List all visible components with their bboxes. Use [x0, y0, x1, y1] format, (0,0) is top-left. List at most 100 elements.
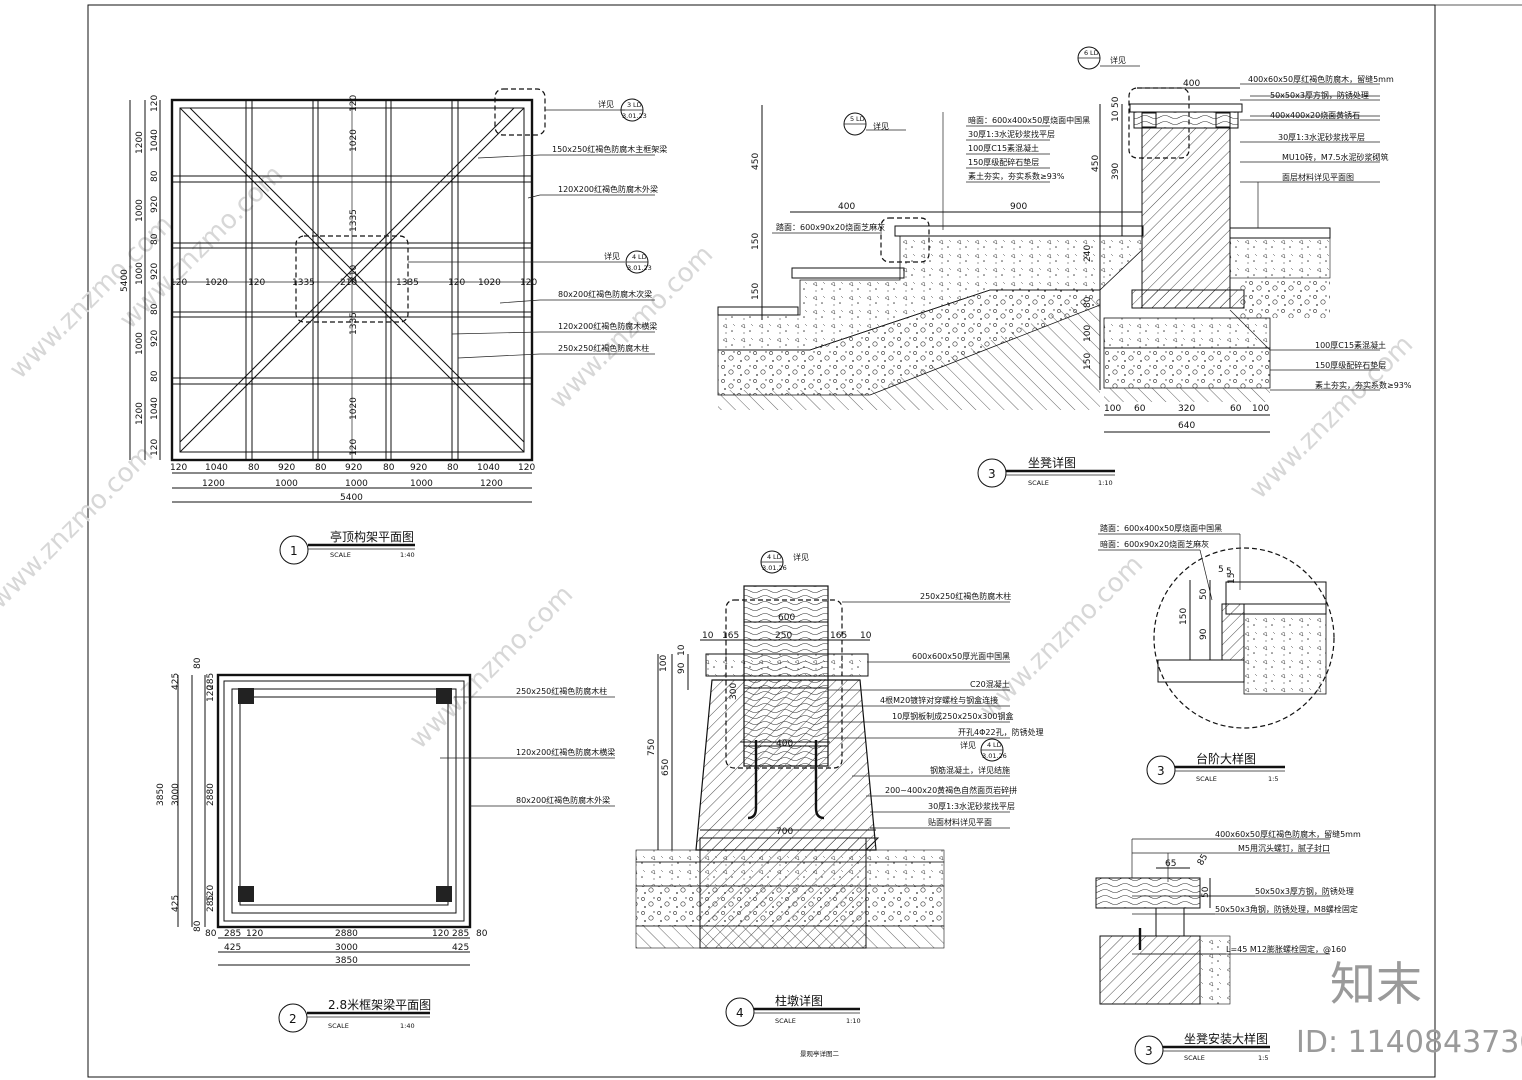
callout-label: 4根M20镀锌对穿螺栓与钢盒连接 [880, 695, 998, 705]
dimension-text: 50 [1111, 96, 1121, 108]
dimension-text: 400 [838, 202, 855, 212]
svg-text:坐凳安装大样图: 坐凳安装大样图 [1184, 1031, 1268, 1046]
dimension-text: 285 [206, 673, 216, 690]
dimension-text: 750 [647, 739, 657, 756]
dimension-text: 80 [150, 303, 160, 315]
svg-text:1:40: 1:40 [400, 551, 415, 559]
dimension-text: 920 [150, 330, 160, 347]
svg-text:3.01.26: 3.01.26 [982, 752, 1007, 760]
callout-label: 200~400x20黄褐色自然面页岩碎拼 [885, 785, 1017, 795]
callout-label: 120x200红褐色防腐木横梁 [516, 747, 615, 757]
dimension-text: 285 [224, 929, 241, 939]
svg-text:1:5: 1:5 [1268, 775, 1278, 783]
callout-label: 面层材料详见平面图 [1282, 172, 1354, 182]
svg-text:SCALE: SCALE [330, 551, 351, 559]
svg-text:1:40: 1:40 [400, 1022, 415, 1030]
dimension-text: 120 [206, 685, 216, 702]
dimension-text: 285 [206, 895, 216, 912]
dimension-text: 50 [1199, 588, 1209, 600]
callout-label: C20混凝土 [970, 679, 1010, 689]
svg-text:5: 5 [850, 115, 854, 123]
dimension-text: 150 [751, 283, 761, 300]
bench-install-detail: 400x60x50厚红褐色防腐木，留缝5mmM5用沉头螺钉，腻子封口50x50x… [1095, 829, 1361, 1065]
dimension-text: 120 [448, 278, 465, 288]
roof-frame-plan: 详见 3 LD 3.01.23 详见 4 LD 3.01.23 150x250红… [120, 88, 667, 565]
dimension-text: 100 [1104, 404, 1121, 414]
dimension-text: 150 [1083, 353, 1093, 370]
dimension-text: 80 [193, 920, 203, 932]
callout-label: 150x250红褐色防腐木主框架梁 [552, 144, 667, 154]
dimension-text: 10 [1111, 110, 1121, 122]
dimension-text: 920 [345, 463, 362, 473]
dimension-text: 210 [349, 265, 359, 282]
leader-line [527, 194, 541, 199]
dimension-text: 1040 [150, 129, 160, 152]
callout-label: 50x50x3角钢，防锈处理，M8螺栓固定 [1215, 904, 1358, 914]
callout-label: 30厚1:3水泥砂浆找平层 [928, 801, 1015, 811]
dimension-text: 650 [661, 759, 671, 776]
dimension-text: 600 [778, 613, 795, 623]
svg-text:台阶大样图: 台阶大样图 [1196, 751, 1256, 766]
dimension-text: 425 [224, 943, 241, 953]
svg-text:3.01.23: 3.01.23 [622, 112, 647, 120]
svg-text:LD: LD [1090, 49, 1099, 57]
svg-text:www.znzmo.com: www.znzmo.com [0, 440, 159, 615]
svg-text:详见: 详见 [793, 552, 809, 562]
dimension-text: 5400 [120, 269, 130, 292]
dimension-text: 60 [1134, 404, 1146, 414]
leader-line [457, 353, 541, 359]
svg-text:www.znzmo.com: www.znzmo.com [974, 550, 1149, 725]
dimension-text: 120 [206, 885, 216, 902]
dimension-text: 90 [1199, 628, 1209, 640]
dimension-text: 150 [751, 233, 761, 250]
dimension-text: 920 [278, 463, 295, 473]
callout-label: 踏面：600x400x50厚烧面中国黑 [1100, 523, 1222, 533]
dimension-text: 1200 [135, 131, 145, 154]
dimension-text: 1020 [205, 278, 228, 288]
callout-label: 600x600x50厚光面中国黑 [912, 651, 1010, 661]
dimension-text: 120 [518, 463, 535, 473]
svg-text:3.01.23: 3.01.23 [627, 264, 652, 272]
svg-text:SCALE: SCALE [1196, 775, 1217, 783]
dimension-text: 80 [150, 170, 160, 182]
dimension-text: 1335 [396, 278, 419, 288]
dimension-text: 3000 [335, 943, 358, 953]
dimension-text: 1200 [480, 479, 503, 489]
callout-label: MU10砖，M7.5水泥砂浆砌筑 [1282, 152, 1389, 162]
dimension-text: 400 [1183, 79, 1200, 89]
dimension-text: 3000 [171, 783, 181, 806]
svg-text:SCALE: SCALE [328, 1022, 349, 1030]
svg-text:详见: 详见 [598, 99, 614, 109]
dimension-text: 240 [1083, 245, 1093, 262]
leader-line [451, 331, 541, 335]
dimension-text: 1020 [478, 278, 501, 288]
dimension-text: 120 [150, 439, 160, 456]
dimension-text: 1335 [349, 312, 359, 335]
dimension-text: 80 [383, 463, 395, 473]
callout-label: 10厚钢板制成250x250x300钢盒 [892, 711, 1013, 721]
dimension-text: 320 [1178, 404, 1195, 414]
leader-line [499, 299, 541, 304]
pier-section-detail: 4 LD 3.01.26 详见 4 LD 3.01.26 详见 250x250红… [635, 550, 1044, 1027]
dimension-text: 5 [1226, 567, 1232, 577]
svg-text:详见: 详见 [873, 121, 889, 131]
callout-label: 80x200红褐色防腐木次梁 [558, 289, 652, 299]
id-watermark: ID: 1140843730 [1296, 1025, 1522, 1060]
dimension-text: 50 [1201, 886, 1211, 898]
svg-text:详见: 详见 [960, 740, 976, 750]
dimension-text: 65 [1165, 859, 1176, 869]
callout-label: 400x400x20烧面黄锈石 [1270, 110, 1360, 120]
dimension-text: 1200 [202, 479, 225, 489]
dimension-text: 165 [722, 631, 739, 641]
dimension-text: 210 [340, 278, 357, 288]
dimension-text: 1040 [477, 463, 500, 473]
dimension-text: 1000 [135, 332, 145, 355]
dimension-text: 5 [1218, 565, 1224, 575]
dimension-text: 1020 [349, 397, 359, 420]
svg-text:3: 3 [1157, 764, 1165, 778]
dimension-text: 1335 [349, 209, 359, 232]
dimension-text: 2880 [335, 929, 358, 939]
svg-text:6: 6 [1084, 49, 1088, 57]
